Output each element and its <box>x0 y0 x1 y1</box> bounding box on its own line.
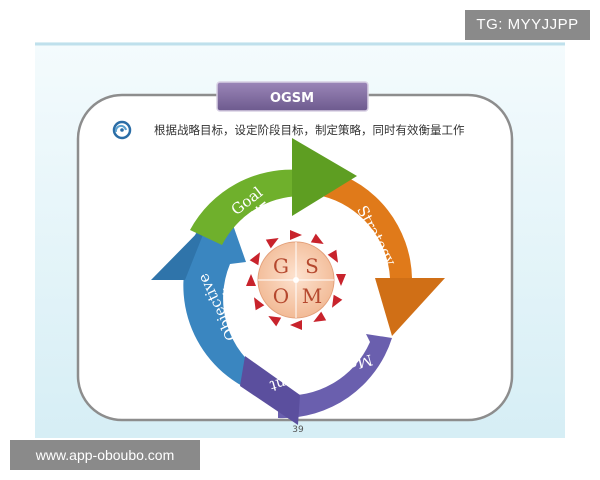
watermark-bottom: www.app-oboubo.com <box>10 440 200 470</box>
objective-arrow <box>183 225 264 389</box>
cycle-diagram <box>151 138 445 425</box>
center-red-arrow-icon <box>313 311 327 322</box>
center-letter-s: S <box>305 254 319 278</box>
center-letter-m: M <box>302 284 322 308</box>
subtitle-text: 根据战略目标，设定阶段目标，制定策略，同时有效衡量工作 <box>154 123 465 137</box>
center-arrow-ring <box>246 230 346 330</box>
strategy-arrowhead <box>375 278 445 336</box>
measurement-arrow <box>278 334 392 419</box>
title-text: OGSM <box>270 91 314 106</box>
title-bar <box>216 81 369 112</box>
center-red-arrow-icon <box>254 297 265 311</box>
center-red-arrow-icon <box>332 294 343 308</box>
watermark-top: TG: MYYJJPP <box>465 10 590 40</box>
measurement-arrowhead <box>240 356 300 425</box>
objective-arrowhead <box>151 222 208 280</box>
goal-arrowhead <box>292 138 357 216</box>
center-red-arrow-icon <box>290 230 302 240</box>
center-red-arrow-icon <box>268 316 282 327</box>
center-red-arrow-icon <box>249 252 260 266</box>
goal-arrow <box>190 169 300 245</box>
center-red-arrow-icon <box>327 249 338 263</box>
center-dot <box>293 277 299 283</box>
page-number: 39 <box>292 425 304 435</box>
spiral-logo-icon <box>112 120 132 140</box>
center-red-arrow-icon <box>336 274 346 286</box>
center-letter-o: O <box>273 284 289 308</box>
center-red-arrow-icon <box>290 320 302 330</box>
strategy-arrow <box>322 170 412 278</box>
center-letter-g: G <box>273 254 289 278</box>
center-red-arrow-icon <box>265 238 279 249</box>
center-red-arrow-icon <box>310 233 324 244</box>
center-red-arrow-icon <box>246 274 256 286</box>
